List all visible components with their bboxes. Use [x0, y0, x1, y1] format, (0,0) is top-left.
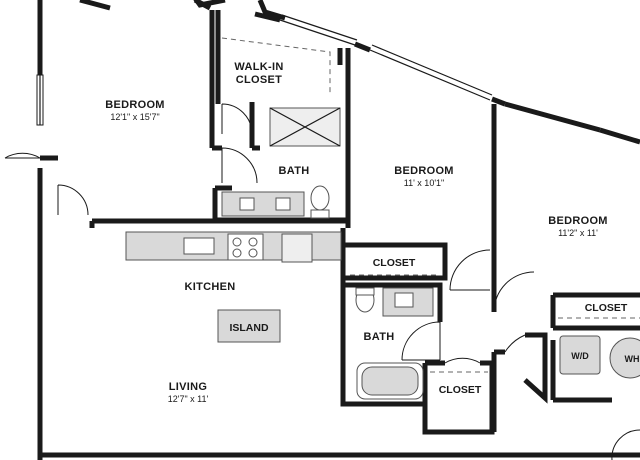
walk-in-closet-label-line1: WALK-IN: [234, 61, 283, 73]
bedroom-1-size: 12'1" x 15'7": [110, 112, 159, 122]
closet-3-label: CLOSET: [585, 302, 628, 314]
living-label: LIVING: [169, 381, 207, 393]
closet-2-wall: [422, 360, 495, 435]
door-bath-2: [401, 321, 441, 361]
island-label: ISLAND: [229, 322, 269, 334]
door-bath-1: [221, 147, 258, 184]
walls: [36, 0, 640, 460]
door-living-left: [57, 184, 89, 216]
bath-2-wall: [343, 282, 443, 322]
exterior-wall-diagonal: [254, 11, 281, 23]
living-size: 12'7" x 11': [168, 394, 209, 404]
door-washer-dryer: [504, 334, 526, 353]
fixtures: [125, 37, 640, 400]
refrigerator: [281, 233, 313, 263]
closet-1-wall: [343, 242, 448, 281]
island-counter: [217, 309, 281, 343]
water-heater-label: WH: [625, 354, 640, 364]
water-heater-unit: [609, 337, 640, 379]
walk-in-closet-label-line2: CLOSET: [236, 74, 282, 86]
closet-2-label: CLOSET: [439, 384, 482, 396]
door-bedroom-1: [4, 152, 41, 159]
bath-1-label: BATH: [279, 165, 310, 177]
doors: [4, 103, 535, 364]
closet-1-label: CLOSET: [373, 257, 416, 269]
kitchen-sink: [183, 237, 215, 255]
bath-2-label: BATH: [364, 331, 395, 343]
door-bedroom-2: [449, 249, 491, 291]
washer-dryer-unit: [559, 335, 601, 375]
door-bedroom-3: [493, 271, 535, 313]
door-walk-in-closet: [221, 103, 253, 135]
cooktop: [227, 233, 264, 261]
bedroom-3-size: 11'2" x 11': [558, 228, 598, 238]
bedroom-2-label: BEDROOM: [394, 165, 454, 177]
labels: BEDROOM 12'1" x 15'7" WALK-IN CLOSET BAT…: [105, 61, 639, 404]
bedroom-3-label: BEDROOM: [548, 215, 608, 227]
toilet-bath-1: [310, 185, 330, 211]
door-closet-2: [444, 357, 481, 364]
kitchen-label: KITCHEN: [185, 281, 236, 293]
bedroom-1-label: BEDROOM: [105, 99, 165, 111]
bedroom-2-size: 11' x 10'1": [404, 178, 445, 188]
vanity-bath-1: [221, 191, 305, 217]
closet-rod-walk-in: [221, 37, 331, 95]
washer-dryer-label: W/D: [571, 351, 589, 361]
